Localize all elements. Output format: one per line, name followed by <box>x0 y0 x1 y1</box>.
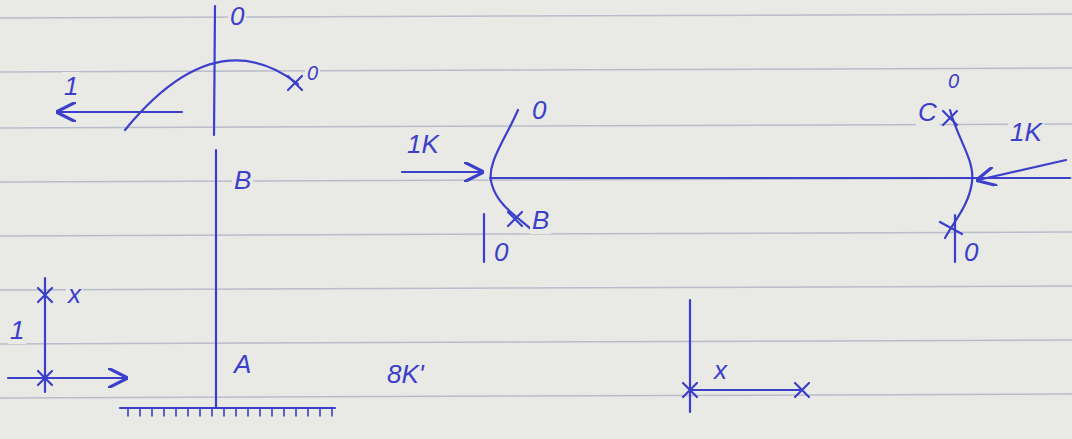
sketch-label: C <box>916 98 939 126</box>
sketch-label: 0 <box>228 2 246 30</box>
load-arrow <box>978 160 1066 180</box>
sketch-label: 8K' <box>385 360 426 388</box>
sketch-label: 0 <box>530 96 548 124</box>
sketch-label: x <box>712 356 729 384</box>
ruled-lines <box>0 14 1072 398</box>
ruled-line <box>0 286 1072 290</box>
ruled-line <box>0 340 1072 344</box>
ruled-line <box>0 14 1072 18</box>
sketch-label: 0 <box>305 62 320 84</box>
axis-line <box>690 389 802 391</box>
x-mark <box>38 371 52 385</box>
ruled-line <box>0 178 1072 182</box>
axis-line <box>689 300 691 412</box>
ruled-line <box>0 124 1072 128</box>
x-mark <box>683 383 697 397</box>
tick <box>940 222 962 234</box>
axis-arrow <box>8 377 126 379</box>
deflection-curve <box>491 110 532 230</box>
load-arrow <box>402 171 482 173</box>
tick <box>483 214 485 262</box>
unit-load-arrow <box>58 111 182 113</box>
sketch-label: A <box>232 350 253 378</box>
moment-curve <box>125 60 298 130</box>
ruled-line <box>0 394 1072 398</box>
sketch-label: 0 <box>492 238 510 266</box>
ink <box>8 6 1070 416</box>
x-mark <box>38 288 52 302</box>
sketch-label: 1 <box>8 316 26 344</box>
support-hatch <box>128 408 332 416</box>
column-line <box>215 150 217 408</box>
sketch-label: 1K <box>1008 118 1044 146</box>
tick <box>954 215 956 262</box>
sketch-label: x <box>66 280 83 308</box>
sketch-label: 1K <box>405 130 441 158</box>
x-mark <box>795 383 809 397</box>
sketch-label: 0 <box>946 70 961 92</box>
sketch-label: 0 <box>962 238 980 266</box>
column-line <box>214 6 215 135</box>
x-mark <box>508 212 522 226</box>
sketch-label: 1 <box>62 72 80 100</box>
deflection-curve <box>945 110 972 238</box>
x-mark <box>943 111 957 125</box>
x-mark <box>288 76 302 90</box>
sketch-label: B <box>232 166 253 194</box>
sketch-label: B <box>530 206 551 234</box>
ruled-line <box>0 68 1072 72</box>
